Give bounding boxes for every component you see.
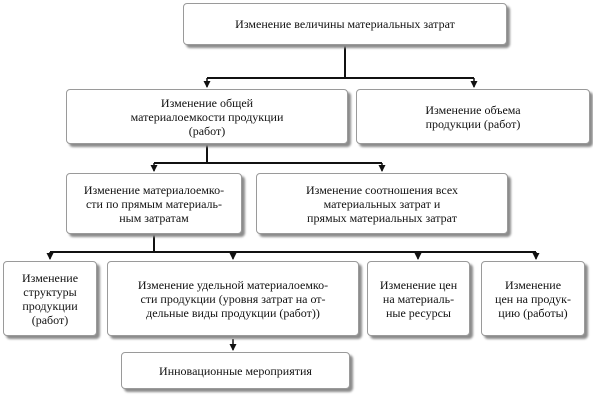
node-total-materials: Изменение общей материалоемкости продукц… (66, 89, 348, 144)
node-product-prices: Изменение цен на продук- цию (работы) (481, 261, 585, 336)
node-volume: Изменение объема продукции (работ) (356, 89, 590, 144)
node-root: Изменение величины материальных затрат (183, 3, 507, 45)
node-innovation: Инновационные мероприятия (121, 352, 350, 389)
node-resource-prices: Изменение цен на материаль- ные ресурсы (367, 261, 470, 336)
node-direct-materials: Изменение материалоемко- сти по прямым м… (66, 173, 242, 234)
node-ratio: Изменение соотношения всех материальных … (256, 173, 508, 234)
node-structure: Изменение структуры продукции (работ) (3, 261, 97, 336)
node-specific: Изменение удельной материалоемко- сти пр… (107, 261, 359, 336)
